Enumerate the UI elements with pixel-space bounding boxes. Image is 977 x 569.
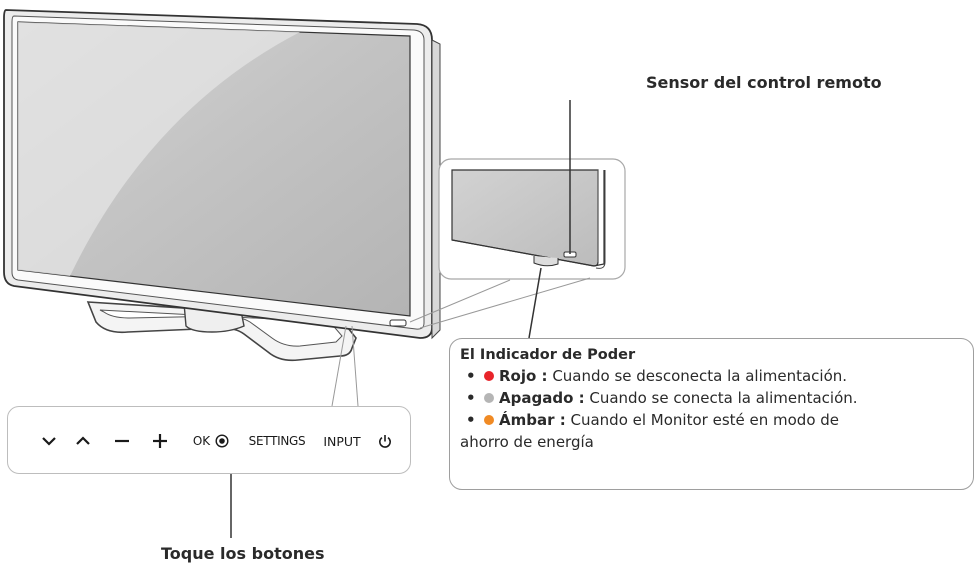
target-dot-icon (215, 434, 229, 448)
state-label: Rojo : (499, 367, 548, 385)
volume-down-button[interactable] (111, 429, 133, 453)
state-description: Cuando se conecta la alimentación. (589, 389, 858, 407)
zoom-callout (438, 158, 626, 280)
channel-down-button[interactable] (38, 429, 60, 453)
indicator-title: El Indicador de Poder (460, 347, 636, 363)
chevron-up-icon (76, 436, 90, 445)
plus-icon (153, 434, 167, 448)
power-led (389, 319, 407, 327)
input-label: INPUT (323, 433, 361, 449)
screen-reflection (18, 22, 300, 276)
indicator-list: • Rojo : Cuando se desconecta la aliment… (460, 365, 963, 453)
settings-button[interactable]: SETTINGS (244, 429, 310, 453)
indicator-leader (528, 267, 542, 339)
red-dot-icon (484, 371, 494, 381)
settings-label: SETTINGS (248, 434, 306, 448)
volume-up-button[interactable] (149, 429, 171, 453)
state-label: Ámbar : (499, 411, 566, 429)
gray-dot-icon (484, 393, 494, 403)
touch-buttons-label: Toque los botones (161, 544, 325, 563)
power-icon (379, 434, 391, 448)
power-indicator-box: El Indicador de Poder • Rojo : Cuando se… (449, 338, 974, 490)
minus-icon (115, 439, 129, 443)
list-item: • Ámbar : Cuando el Monitor esté en modo… (466, 411, 840, 429)
ok-label: OK (192, 434, 211, 448)
state-description: Cuando se desconecta la alimentación. (552, 367, 848, 385)
sensor-label: Sensor del control remoto (646, 73, 882, 92)
list-item: • Rojo : Cuando se desconecta la aliment… (466, 367, 848, 385)
input-button[interactable]: INPUT (318, 429, 366, 453)
power-button[interactable] (374, 429, 396, 453)
ok-button[interactable]: OK (186, 429, 236, 453)
list-item: • Apagado : Cuando se conecta la aliment… (466, 389, 858, 407)
channel-up-button[interactable] (72, 429, 94, 453)
monitor-side (431, 39, 441, 340)
list-item-continuation: ahorro de energía (460, 433, 594, 451)
amber-dot-icon (484, 415, 494, 425)
state-description: Cuando el Monitor esté en modo de (570, 411, 840, 429)
chevron-down-icon (42, 437, 56, 446)
state-label: Apagado : (499, 389, 585, 407)
touch-button-panel: OK SETTINGS INPUT (7, 406, 411, 474)
